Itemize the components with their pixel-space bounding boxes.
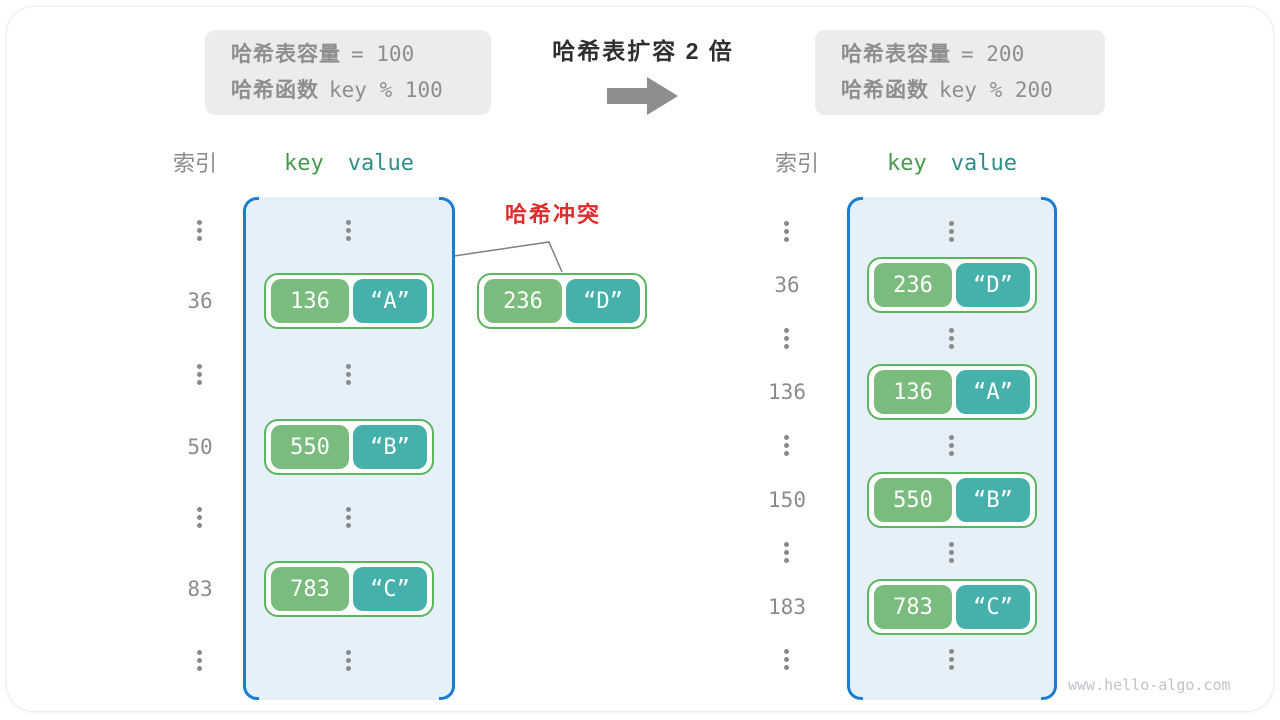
kv-pair: 550 “B”: [867, 472, 1037, 528]
hash-function-line: 哈希函数 key % 200: [841, 76, 1105, 105]
right-arrow-icon: [607, 76, 679, 116]
key-chip: 236: [484, 279, 562, 323]
index-label: 183: [768, 595, 806, 619]
kv-pair: 136 “A”: [264, 273, 434, 329]
vertical-ellipsis-icon: [197, 650, 202, 671]
left-key-header: key: [284, 151, 324, 176]
vertical-ellipsis-icon: [346, 220, 351, 241]
right-bracket-icon: [439, 197, 455, 700]
vertical-ellipsis-icon: [197, 364, 202, 385]
left-kv-header: key value: [243, 150, 455, 178]
key-chip: 550: [874, 478, 952, 522]
right-index-header: 索引: [774, 151, 819, 176]
hash-function-label: 哈希函数: [841, 79, 929, 102]
vertical-ellipsis-icon: [949, 435, 954, 456]
collision-kv-pair: 236 “D”: [477, 273, 647, 329]
left-bracket-icon: [243, 197, 259, 700]
vertical-ellipsis-icon: [346, 364, 351, 385]
left-index-header: 索引: [172, 151, 217, 176]
capacity-label: 哈希表容量: [231, 43, 341, 66]
value-chip: “A”: [956, 370, 1030, 414]
left-value-header: value: [347, 151, 414, 176]
vertical-ellipsis-icon: [784, 649, 789, 670]
capacity-line: 哈希表容量 = 200: [841, 40, 1105, 69]
kv-pair: 783 “C”: [867, 579, 1037, 635]
left-bracket-icon: [847, 197, 863, 700]
collision-label: 哈希冲突: [504, 202, 601, 227]
value-chip: “A”: [353, 279, 427, 323]
kv-pair: 236 “D”: [867, 257, 1037, 313]
expand-title: 哈希表扩容 2 倍: [552, 38, 734, 64]
capacity-value: = 100: [351, 42, 415, 66]
vertical-ellipsis-icon: [949, 221, 954, 242]
kv-pair: 136 “A”: [867, 364, 1037, 420]
index-label: 150: [768, 488, 806, 512]
hash-function-value: key % 200: [939, 78, 1053, 102]
right-key-header: key: [887, 151, 927, 176]
key-chip: 136: [271, 279, 349, 323]
key-chip: 783: [271, 567, 349, 611]
vertical-ellipsis-icon: [949, 328, 954, 349]
value-chip: “C”: [353, 567, 427, 611]
vertical-ellipsis-icon: [197, 507, 202, 528]
value-chip: “B”: [956, 478, 1030, 522]
value-chip: “B”: [353, 425, 427, 469]
index-label: 36: [187, 289, 213, 313]
vertical-ellipsis-icon: [784, 221, 789, 242]
hash-function-label: 哈希函数: [231, 79, 319, 102]
value-chip: “D”: [956, 263, 1030, 307]
hash-function-value: key % 100: [329, 78, 443, 102]
vertical-ellipsis-icon: [784, 435, 789, 456]
right-kv-header: key value: [847, 150, 1057, 178]
key-chip: 550: [271, 425, 349, 469]
capacity-line: 哈希表容量 = 100: [231, 40, 491, 69]
vertical-ellipsis-icon: [949, 542, 954, 563]
capacity-box-after: 哈希表容量 = 200 哈希函数 key % 200: [815, 30, 1105, 115]
index-label: 50: [187, 435, 213, 459]
vertical-ellipsis-icon: [197, 220, 202, 241]
index-label: 136: [768, 380, 806, 404]
kv-pair: 550 “B”: [264, 419, 434, 475]
value-chip: “C”: [956, 585, 1030, 629]
vertical-ellipsis-icon: [784, 328, 789, 349]
key-chip: 136: [874, 370, 952, 414]
index-label: 83: [187, 577, 213, 601]
capacity-label: 哈希表容量: [841, 43, 951, 66]
diagram-card-frame: [6, 6, 1274, 712]
value-chip: “D”: [566, 279, 640, 323]
vertical-ellipsis-icon: [949, 649, 954, 670]
capacity-box-before: 哈希表容量 = 100 哈希函数 key % 100: [205, 30, 491, 115]
hash-function-line: 哈希函数 key % 100: [231, 76, 491, 105]
key-chip: 783: [874, 585, 952, 629]
right-bracket-icon: [1041, 197, 1057, 700]
right-value-header: value: [950, 151, 1017, 176]
watermark: www.hello-algo.com: [1068, 676, 1231, 694]
capacity-value: = 200: [961, 42, 1025, 66]
vertical-ellipsis-icon: [784, 542, 789, 563]
key-chip: 236: [874, 263, 952, 307]
vertical-ellipsis-icon: [346, 507, 351, 528]
kv-pair: 783 “C”: [264, 561, 434, 617]
index-label: 36: [774, 273, 800, 297]
vertical-ellipsis-icon: [346, 650, 351, 671]
